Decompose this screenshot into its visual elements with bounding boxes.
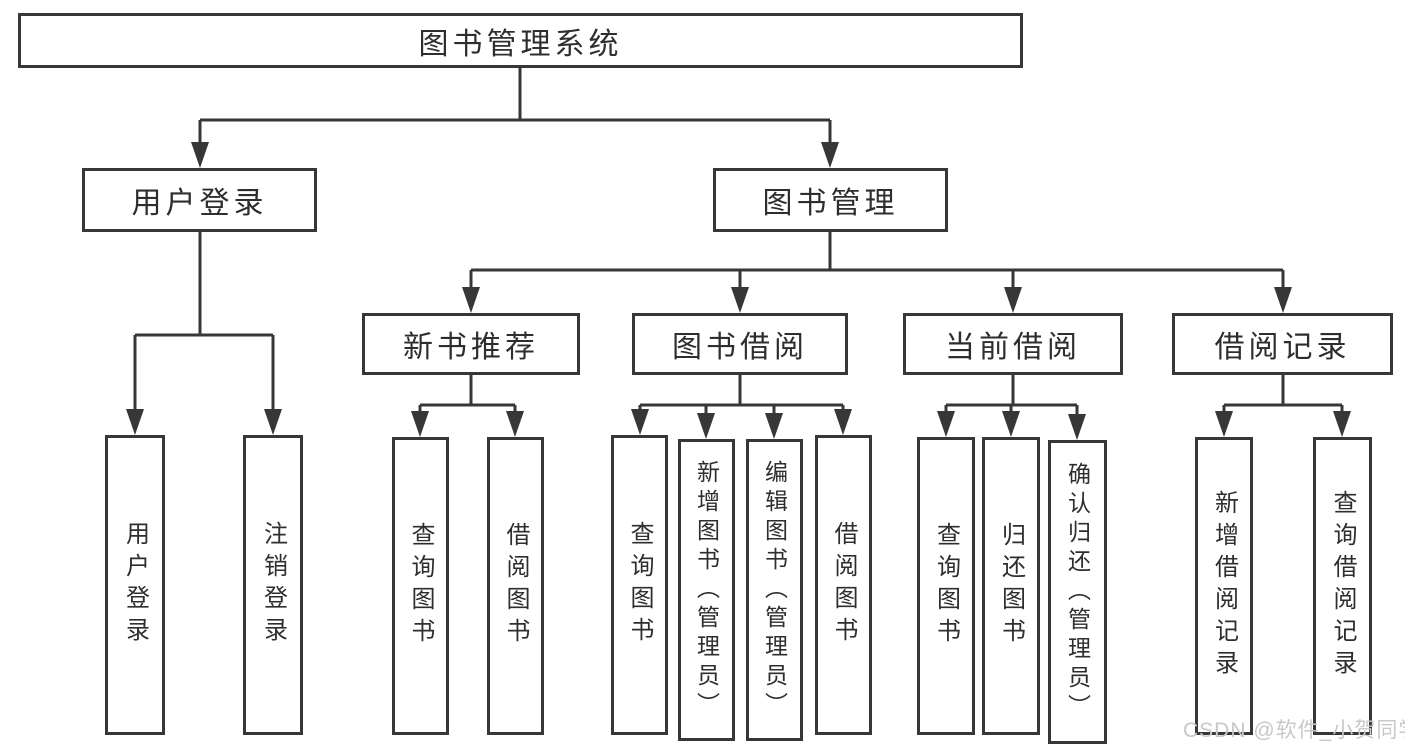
node-user-login: 用户登录	[82, 168, 317, 232]
leaf-return-books: 归还图书	[982, 437, 1040, 735]
arrow-down-icon	[1274, 287, 1292, 313]
node-current-borrowing: 当前借阅	[903, 313, 1123, 375]
arrow-down-icon	[937, 411, 955, 437]
node-book-borrowing-label: 图书借阅	[672, 331, 808, 364]
arrow-down-icon	[765, 413, 783, 439]
arrow-down-icon	[697, 413, 715, 439]
arrow-down-icon	[191, 142, 209, 168]
leaf-query-books-recommend: 查询图书	[392, 437, 449, 735]
node-new-book-recommend: 新书推荐	[362, 313, 580, 375]
arrow-down-icon	[126, 409, 144, 435]
leaf-borrow-books-recommend: 借阅图书	[487, 437, 544, 735]
node-root-label: 图书管理系统	[418, 27, 623, 61]
connector-root-to-level2	[191, 68, 839, 168]
arrow-down-icon	[1333, 411, 1351, 437]
arrow-down-icon	[631, 409, 649, 435]
connector-user-login-children	[126, 232, 282, 435]
leaf-logout: 注销登录	[243, 435, 303, 735]
node-book-borrowing: 图书借阅	[632, 313, 848, 375]
arrow-down-icon	[1002, 411, 1020, 437]
arrow-down-icon	[411, 411, 429, 437]
arrow-down-icon	[821, 142, 839, 168]
node-root: 图书管理系统	[18, 13, 1023, 68]
leaf-query-books-current: 查询图书	[917, 437, 975, 735]
leaf-user-login: 用户登录	[105, 435, 165, 735]
node-user-login-label: 用户登录	[131, 187, 268, 220]
arrow-down-icon	[264, 409, 282, 435]
connector-current-borrowing-children	[937, 375, 1086, 440]
connector-book-management-children	[462, 232, 1292, 313]
csdn-watermark: CSDN @软件_小贺同学	[1183, 719, 1405, 742]
node-current-borrowing-label: 当前借阅	[945, 331, 1081, 364]
connector-new-books-children	[411, 375, 524, 437]
connector-book-borrowing-children	[631, 375, 852, 439]
leaf-add-book-admin: 新增图书（管理员）	[678, 439, 735, 741]
arrow-down-icon	[834, 409, 852, 435]
leaf-confirm-return-admin: 确认归还（管理员）	[1048, 440, 1107, 744]
arrow-down-icon	[1215, 411, 1233, 437]
leaf-query-borrow-record: 查询借阅记录	[1313, 437, 1372, 735]
leaf-query-books-borrowing: 查询图书	[611, 435, 668, 735]
node-book-management-label: 图书管理	[762, 187, 899, 220]
node-borrowing-records-label: 借阅记录	[1214, 331, 1351, 364]
arrow-down-icon	[506, 411, 524, 437]
arrow-down-icon	[731, 287, 749, 313]
arrow-down-icon	[1004, 287, 1022, 313]
leaf-edit-book-admin: 编辑图书（管理员）	[746, 439, 803, 741]
arrow-down-icon	[462, 287, 480, 313]
arrow-down-icon	[1068, 414, 1086, 440]
leaf-borrow-books-borrowing: 借阅图书	[815, 435, 872, 735]
node-book-management: 图书管理	[713, 168, 948, 232]
leaf-add-borrow-record: 新增借阅记录	[1195, 437, 1253, 735]
connector-borrow-records-children	[1215, 375, 1351, 437]
node-borrowing-records: 借阅记录	[1172, 313, 1393, 375]
node-new-book-recommend-label: 新书推荐	[403, 331, 539, 364]
